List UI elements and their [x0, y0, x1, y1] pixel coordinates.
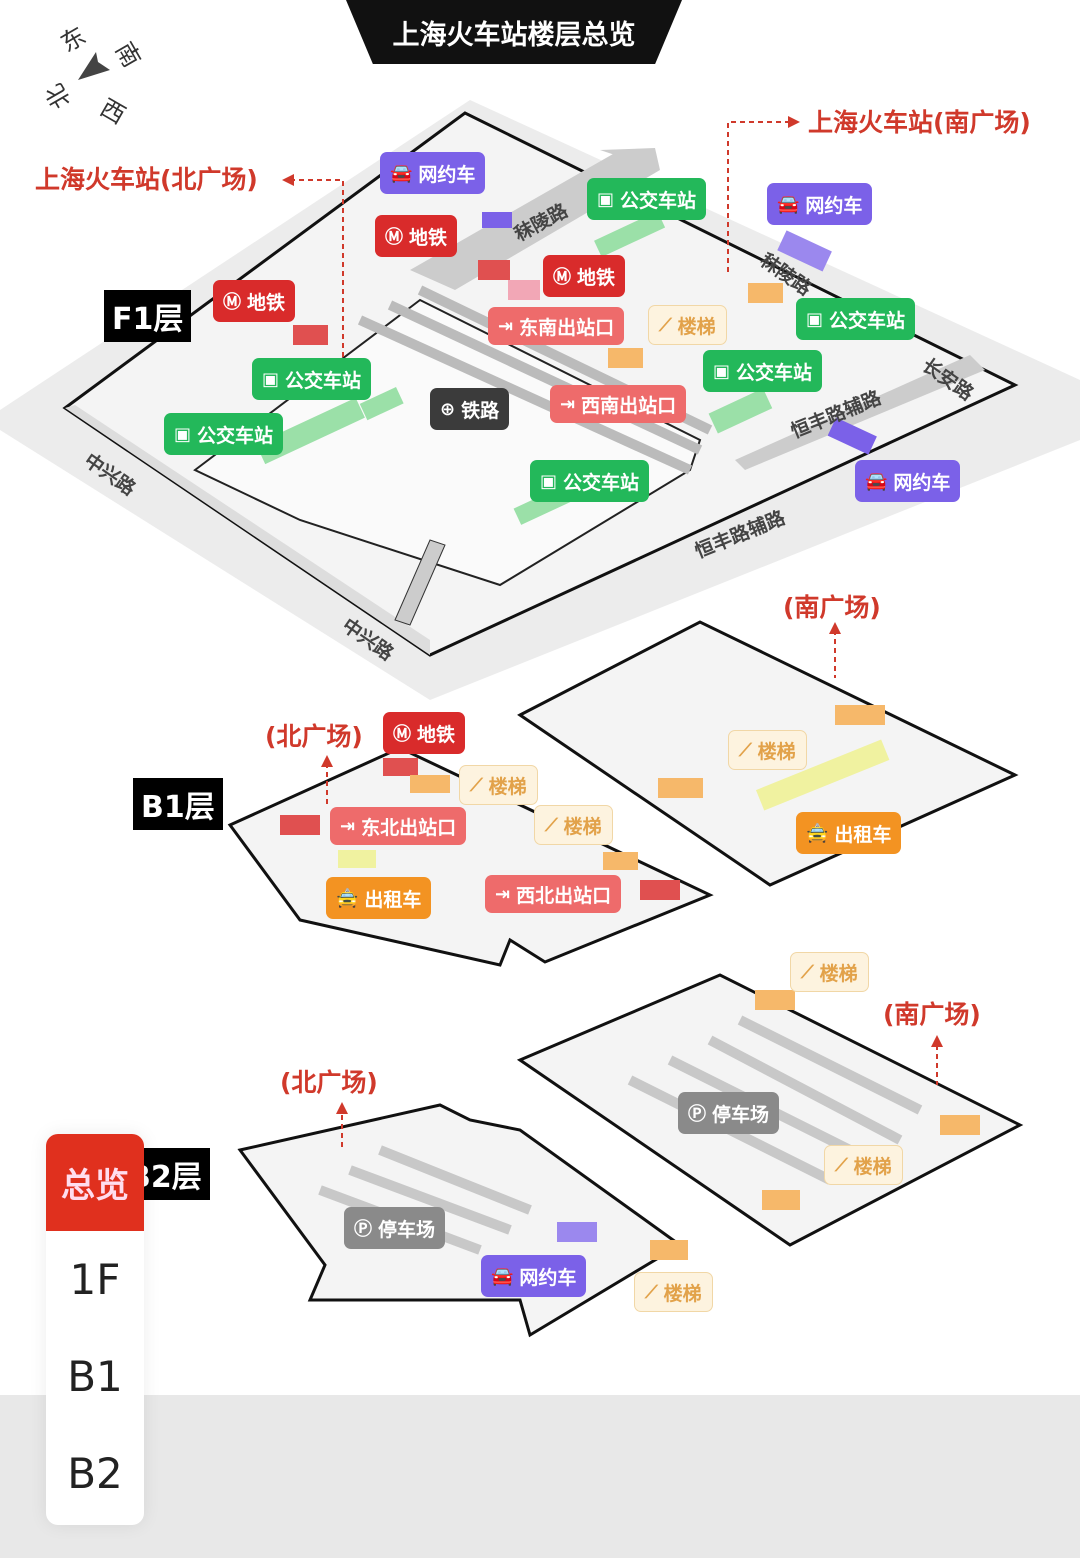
- train-icon: ⊕: [440, 398, 456, 420]
- car-icon: 🚘: [390, 162, 413, 184]
- tab-b1[interactable]: B1: [67, 1352, 123, 1401]
- tab-overview[interactable]: 总览: [46, 1134, 144, 1231]
- page-title: 上海火车站楼层总览: [346, 0, 682, 64]
- floor-tab-bar: 总览 1F B1 B2: [46, 1134, 144, 1525]
- ride-hailing-tag[interactable]: 🚘网约车: [855, 460, 961, 502]
- b2-south-plaza: (南广场): [883, 1000, 981, 1029]
- metro-icon: Ⓜ: [393, 724, 411, 745]
- northwest-exit-tag[interactable]: ⇥西北出站口: [485, 875, 622, 913]
- bus-stop-tag[interactable]: ▣公交车站: [587, 178, 707, 220]
- escalator-icon: ⟋: [801, 961, 814, 983]
- car-icon: 🚘: [777, 193, 800, 215]
- b2-left-platform: [237, 1103, 683, 1338]
- bus-stop-tag[interactable]: ▣公交车站: [796, 298, 916, 340]
- escalator-icon: ⟋: [835, 1154, 848, 1176]
- bus-stop-tag[interactable]: ▣公交车站: [164, 413, 284, 455]
- escalator-icon: ⟋: [645, 1281, 658, 1303]
- stairs-tag[interactable]: ⟋楼梯: [534, 805, 613, 845]
- southwest-exit-tag[interactable]: ⇥西南出站口: [550, 385, 687, 423]
- taxi-icon: 🚖: [336, 887, 359, 909]
- stairs-tag[interactable]: ⟋楼梯: [790, 952, 869, 992]
- stairs-tag[interactable]: ⟋楼梯: [648, 305, 727, 345]
- railway-tag[interactable]: ⊕铁路: [430, 388, 510, 430]
- north-plaza-annotation: 上海火车站(北广场): [35, 165, 258, 194]
- metro-icon: Ⓜ: [385, 227, 403, 248]
- metro-icon: Ⓜ: [223, 292, 241, 313]
- parking-icon: Ⓟ: [688, 1104, 706, 1125]
- exit-icon: ⇥: [495, 883, 511, 905]
- stairs-tag[interactable]: ⟋楼梯: [459, 765, 538, 805]
- parking-icon: Ⓟ: [354, 1219, 372, 1240]
- taxi-tag[interactable]: 🚖出租车: [326, 877, 432, 919]
- escalator-icon: ⟋: [739, 739, 752, 761]
- car-icon: 🚘: [865, 470, 888, 492]
- stairs-tag[interactable]: ⟋楼梯: [634, 1272, 713, 1312]
- bus-icon: ▣: [806, 308, 824, 330]
- bus-icon: ▣: [540, 470, 558, 492]
- southeast-exit-tag[interactable]: ⇥东南出站口: [488, 307, 625, 345]
- tab-b2[interactable]: B2: [67, 1449, 123, 1498]
- exit-icon: ⇥: [340, 815, 356, 837]
- b1-north-plaza: (北广场): [265, 722, 363, 751]
- metro-icon: Ⓜ: [553, 267, 571, 288]
- car-icon: 🚘: [491, 1265, 514, 1287]
- bus-stop-tag[interactable]: ▣公交车站: [703, 350, 823, 392]
- ride-hailing-tag[interactable]: 🚘网约车: [380, 152, 486, 194]
- taxi-icon: 🚖: [806, 822, 829, 844]
- tab-1f[interactable]: 1F: [69, 1255, 121, 1304]
- stairs-tag[interactable]: ⟋楼梯: [728, 730, 807, 770]
- exit-icon: ⇥: [560, 393, 576, 415]
- b2-north-plaza: (北广场): [280, 1068, 378, 1097]
- ride-hailing-tag[interactable]: 🚘网约车: [481, 1255, 587, 1297]
- northeast-exit-tag[interactable]: ⇥东北出站口: [330, 807, 467, 845]
- escalator-icon: ⟋: [545, 814, 558, 836]
- escalator-icon: ⟋: [470, 774, 483, 796]
- bus-icon: ▣: [597, 188, 615, 210]
- exit-icon: ⇥: [498, 315, 514, 337]
- floor-label-b1: B1层: [133, 778, 223, 830]
- compass-arrow-icon: [78, 52, 110, 80]
- bus-icon: ▣: [713, 360, 731, 382]
- bus-stop-tag[interactable]: ▣公交车站: [252, 358, 372, 400]
- floor-label-f1: F1层: [104, 290, 192, 342]
- stairs-tag[interactable]: ⟋楼梯: [824, 1145, 903, 1185]
- bottom-band: [0, 1395, 1080, 1558]
- b1-south-plaza: (南广场): [783, 593, 881, 622]
- bus-icon: ▣: [174, 423, 192, 445]
- south-plaza-annotation: 上海火车站(南广场): [808, 108, 1031, 137]
- bus-icon: ▣: [262, 368, 280, 390]
- escalator-icon: ⟋: [659, 314, 672, 336]
- bus-stop-tag[interactable]: ▣公交车站: [530, 460, 650, 502]
- taxi-tag[interactable]: 🚖出租车: [796, 812, 902, 854]
- ride-hailing-tag[interactable]: 🚘网约车: [767, 183, 873, 225]
